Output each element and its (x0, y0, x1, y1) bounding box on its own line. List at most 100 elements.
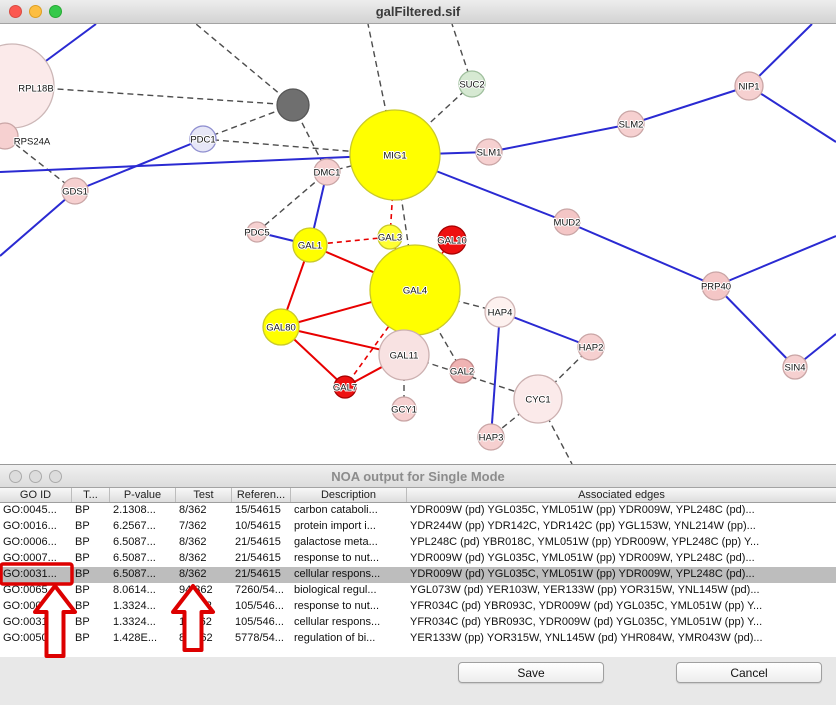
minimize-button[interactable] (29, 5, 42, 18)
table-cell: 80/362 (179, 632, 213, 644)
network-node-rps24a[interactable]: RPS24A (0, 122, 52, 150)
network-edge[interactable] (630, 85, 750, 125)
network-node-hap3[interactable]: HAP3 (477, 423, 505, 451)
network-edge[interactable] (202, 104, 294, 140)
table-cell: 7260/54... (235, 584, 284, 596)
table-cell: carbon cataboli... (294, 504, 378, 516)
zoom-button[interactable] (49, 470, 62, 483)
network-node-gal11[interactable]: GAL11 (378, 329, 430, 381)
network-edge[interactable] (0, 154, 396, 173)
node-label: GAL7 (333, 383, 357, 394)
table-cell: 1.428E... (113, 632, 158, 644)
network-node-prp40[interactable]: PRP40 (700, 271, 732, 301)
table-cell: BP (75, 520, 90, 532)
network-edge[interactable] (394, 83, 473, 156)
network-node-gal2[interactable]: GAL2 (449, 358, 475, 384)
network-window-titlebar[interactable]: galFiltered.sif (0, 0, 836, 24)
column-header-description[interactable]: Description (291, 488, 407, 502)
network-edge[interactable] (488, 123, 632, 153)
network-edge[interactable] (748, 24, 813, 87)
table-cell: 10/54615 (235, 520, 281, 532)
network-node-rpl18b[interactable]: RPL18B (0, 43, 55, 129)
column-header-associated-edges[interactable]: Associated edges (578, 489, 665, 501)
network-node-gcy1[interactable]: GCY1 (390, 396, 418, 422)
network-node-gal4[interactable]: GAL4 (369, 244, 461, 336)
network-node-gal7[interactable]: GAL7 (332, 375, 358, 399)
table-cell: GO:0031... (3, 616, 57, 628)
node-label: MIG1 (383, 151, 406, 162)
column-header-referen-[interactable]: Referen... (232, 488, 291, 502)
node-label: GDS1 (62, 187, 88, 198)
network-edge[interactable] (256, 171, 328, 233)
column-header-p-value[interactable]: P-value (110, 488, 176, 502)
table-cell: YPL248C (pd) YBR018C, YML051W (pp) YDR00… (410, 536, 760, 548)
table-cell: BP (75, 552, 90, 564)
network-node-gal1[interactable]: GAL1 (292, 227, 328, 263)
network-edge[interactable] (566, 221, 717, 287)
table-cell: cellular respons... (294, 616, 381, 628)
network-edge[interactable] (490, 311, 501, 438)
table-cell: biological regul... (294, 584, 377, 596)
network-edge[interactable] (389, 154, 396, 238)
minimize-button[interactable] (29, 470, 42, 483)
node-label: DMC1 (314, 168, 341, 179)
network-edge[interactable] (0, 190, 76, 257)
network-node-cyc1[interactable]: CYC1 (513, 374, 563, 424)
node-label: SLM2 (619, 120, 644, 131)
network-node-pdc1[interactable]: PDC1 (189, 125, 217, 153)
column-header-test[interactable]: Test (176, 488, 232, 502)
close-button[interactable] (9, 470, 22, 483)
table-cell: 105/546... (235, 600, 284, 612)
network-node-mig1[interactable]: MIG1 (349, 109, 441, 201)
table-cell: GO:0007... (3, 552, 57, 564)
network-node-hap2[interactable]: HAP2 (577, 333, 605, 361)
network-edge[interactable] (715, 285, 796, 368)
noa-window-titlebar[interactable]: NOA output for Single Mode (0, 465, 836, 488)
network-node-slm1[interactable]: SLM1 (475, 138, 503, 166)
column-header-go-id[interactable]: GO ID (0, 488, 72, 502)
network-edge[interactable] (715, 235, 836, 287)
table-cell: 11/362 (179, 616, 212, 628)
table-cell: 8/362 (179, 504, 207, 516)
node-label: RPS24A (14, 137, 51, 148)
network-node-slm2[interactable]: SLM2 (617, 110, 645, 138)
network-edge[interactable] (74, 138, 204, 192)
close-button[interactable] (9, 5, 22, 18)
network-edge[interactable] (4, 135, 76, 192)
network-node-nip1[interactable]: NIP1 (734, 71, 764, 101)
network-edge[interactable] (748, 85, 836, 143)
network-node-sin4[interactable]: SIN4 (782, 354, 808, 380)
network-edge[interactable] (499, 311, 592, 348)
network-node-gal10[interactable]: GAL10 (436, 225, 468, 255)
network-node-suc2[interactable]: SUC2 (458, 70, 486, 98)
network-node-pdc5[interactable]: PDC5 (243, 221, 271, 243)
table-cell: BP (75, 616, 90, 628)
cancel-button[interactable]: Cancel (676, 662, 822, 683)
network-node-unlabeled[interactable] (276, 88, 310, 122)
table-cell: YER133W (pp) YOR315W, YNL145W (pd) YHR08… (410, 632, 763, 644)
table-cell: 8/362 (179, 552, 207, 564)
noa-window-title: NOA output for Single Mode (331, 468, 505, 484)
network-node-gds1[interactable]: GDS1 (61, 177, 89, 205)
network-node-dmc1[interactable]: DMC1 (313, 158, 341, 186)
network-edge[interactable] (11, 85, 294, 106)
zoom-button[interactable] (49, 5, 62, 18)
noa-footer: Save Cancel (0, 657, 836, 705)
column-header-t-[interactable]: T... (72, 488, 110, 502)
network-edge[interactable] (195, 24, 294, 106)
network-node-hap4[interactable]: HAP4 (484, 296, 516, 328)
network-node-gal3[interactable]: GAL3 (377, 224, 403, 250)
network-node-mud2[interactable]: MUD2 (553, 208, 581, 236)
network-node-gal80[interactable]: GAL80 (262, 308, 300, 346)
save-button[interactable]: Save (458, 662, 604, 683)
